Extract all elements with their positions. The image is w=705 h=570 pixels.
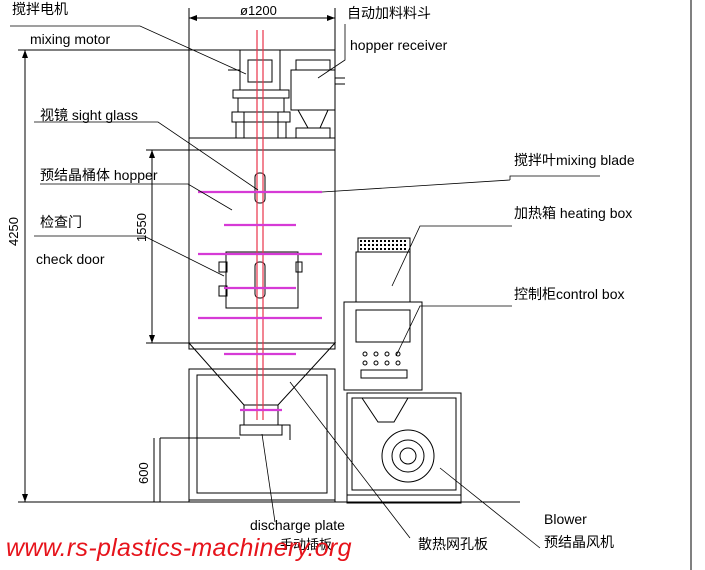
label-control-box: 控制柜control box [514,287,624,302]
hopper-body [188,149,336,344]
label-heating-box-en: heating box [559,205,633,221]
dim-diameter: ø1200 [240,3,277,18]
label-heating-box: 加热箱 heating box [514,206,632,221]
label-blower-cn: 预结晶风机 [544,535,614,551]
label-mixing-blade-cn: 搅拌叶 [514,153,556,169]
dim-hopper-height: 1550 [134,213,149,242]
heating-box-mesh [360,240,408,250]
label-sight-glass: 视镜 sight glass [40,108,138,123]
label-mixing-blade: 搅拌叶mixing blade [514,153,635,168]
label-hopper: 预结晶桶体 hopper [40,168,157,183]
label-mixing-motor-en: mixing motor [30,31,111,47]
label-control-box-en: control box [556,286,625,302]
hopper-receiver [290,59,345,139]
label-sight-glass-cn: 视镜 [40,108,68,124]
blower [346,392,462,504]
label-mixing-blade-en: mixing blade [556,152,635,168]
label-control-box-cn: 控制柜 [514,287,556,303]
mixing-blades [198,190,322,412]
hopper-cone [187,342,337,406]
label-sight-glass-en: sight glass [71,107,139,123]
dim-base-height: 600 [136,462,151,484]
label-mixing-motor-cn: 搅拌电机 [12,2,68,18]
discharge [243,404,279,426]
label-check-door-en: check door [36,251,105,267]
label-blower-en: Blower [544,511,587,527]
watermark-url: www.rs-plastics-machinery.org [6,534,352,562]
dim-total-height: 4250 [6,217,21,246]
control-buttons [362,351,401,366]
label-heating-box-cn: 加热箱 [514,206,556,222]
mixing-motor [228,49,291,139]
control-box [343,301,423,391]
top-housing [188,49,336,151]
top-plate [188,137,336,151]
leader-lines [10,24,600,549]
label-hopper-receiver-en: hopper receiver [350,37,448,53]
label-mesh-plate-cn: 散热网孔板 [418,537,488,553]
label-discharge-plate-en: discharge plate [250,517,345,533]
label-hopper-en: hopper [113,167,158,183]
label-check-door-cn: 检查门 [40,215,82,231]
check-door [225,251,299,309]
label-hopper-receiver-cn: 自动加料料斗 [347,6,431,22]
label-discharge-plate-cn: 手动插板 [280,538,333,553]
label-hopper-cn: 预结晶桶体 [40,168,110,184]
